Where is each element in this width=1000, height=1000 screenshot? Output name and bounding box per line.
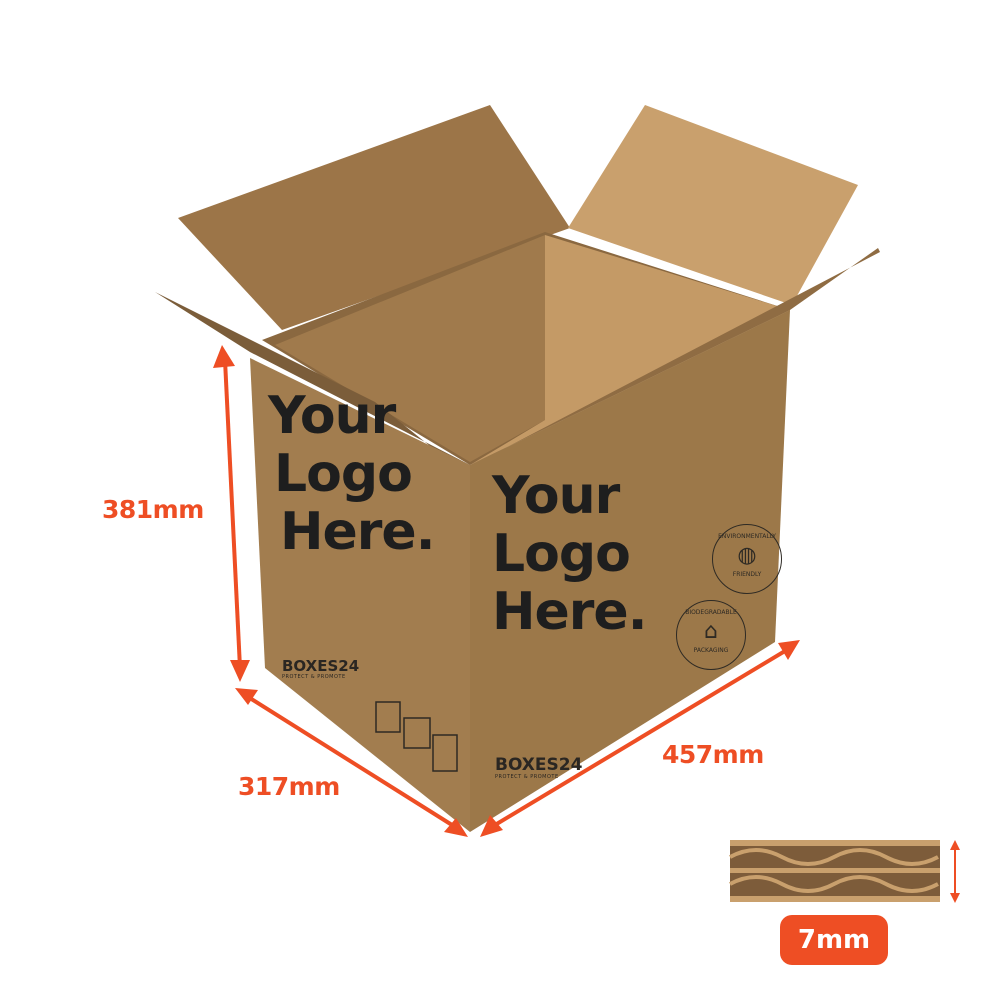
height-dimension-line (223, 359, 242, 669)
brand-logo-right: BOXES24 PROTECT & PROMOTE (495, 756, 582, 781)
interior-right-wall (470, 235, 790, 465)
stamp-top-text: ENVIRONMENTALLY (718, 533, 776, 540)
arrow-head-icon (213, 345, 235, 368)
left-flap (155, 292, 470, 466)
thickness-badge: 7mm (780, 915, 888, 965)
brand-tagline: PROTECT & PROMOTE (495, 774, 559, 780)
interior-back-wall (275, 235, 545, 462)
brand-tagline: PROTECT & PROMOTE (282, 674, 346, 680)
logo-right-line-1: Your (492, 466, 620, 526)
stamp-top-text: BIODEGRADABLE (685, 609, 737, 616)
back-right-flap (568, 105, 858, 305)
logo-left-line-3: Here. (280, 502, 435, 562)
box-right-face (470, 310, 790, 832)
logo-right-line-3: Here. (492, 582, 647, 642)
stamp-bottom-text: FRIENDLY (732, 571, 762, 578)
biodegradable-stamp: BIODEGRADABLE ⌂ PACKAGING (676, 600, 746, 670)
recycle-icon (403, 717, 431, 749)
arrow-head-icon (778, 640, 800, 660)
brand-logo-left: BOXES24 PROTECT & PROMOTE (282, 658, 359, 681)
logo-left-line-2: Logo (274, 444, 413, 504)
width-label: 317mm (238, 772, 340, 801)
length-label: 457mm (662, 740, 764, 769)
length-dimension-line (488, 646, 792, 830)
back-left-flap (178, 105, 570, 330)
sprout-box-icon: ⌂ (704, 619, 718, 644)
brand-name: BOXES24 (495, 755, 583, 775)
logo-left-line-1: Your (268, 386, 396, 446)
stamp-bottom-text: PACKAGING (693, 647, 729, 654)
box-left-face (250, 358, 470, 832)
arrow-head-icon (480, 815, 503, 837)
arrow-head-icon (444, 818, 468, 837)
globe-sprout-icon: ◍ (737, 543, 757, 568)
fragile-glass-icon (432, 734, 458, 772)
arrow-head-icon (230, 660, 250, 682)
brand-name: BOXES24 (282, 657, 360, 675)
eco-friendly-stamp: ENVIRONMENTALLY ◍ FRIENDLY (712, 524, 782, 594)
this-way-up-icon (375, 701, 401, 733)
corrugated-cross-section (729, 840, 940, 902)
width-dimension-line (243, 693, 462, 832)
thickness-arrow (950, 840, 960, 903)
logo-right-line-2: Logo (492, 524, 631, 584)
height-label: 381mm (102, 495, 204, 524)
arrow-head-icon (235, 688, 258, 705)
